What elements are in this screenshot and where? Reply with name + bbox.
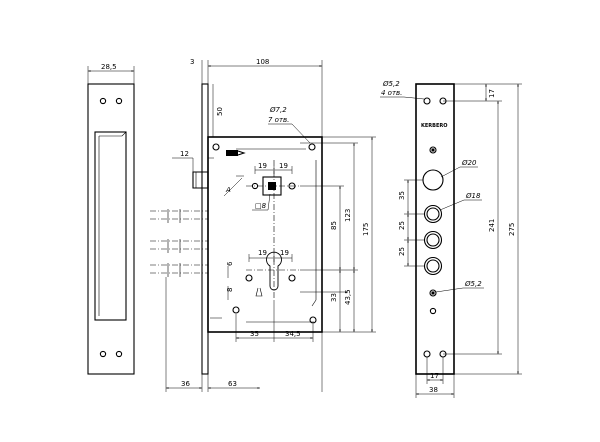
latch-hole-20 (422, 169, 444, 191)
bottom-35-label: 35 (250, 330, 259, 338)
top-hole-leader (380, 96, 425, 100)
length-275-label: 275 (508, 223, 516, 236)
strike-screw-hole-br (115, 350, 123, 358)
face-screw-hole-bottom (429, 307, 437, 315)
cylinder-spacing-dims (248, 254, 293, 262)
case-screw-hole-7 (288, 274, 296, 282)
strike-plate-view: 28,5 (87, 63, 135, 375)
strike-screw-hole-tr (115, 97, 123, 105)
lock-body-view: 108 3 50 Ø7,2 7 отв. 12 A 19 19 □8 19 19… (150, 58, 376, 392)
top-offset-label: 50 (216, 107, 224, 116)
hole-5-2-label: Ø5,2 (464, 280, 482, 288)
hole-20-label: Ø20 (461, 159, 477, 167)
case-screw-hole-1 (212, 143, 220, 151)
hole-18-label: Ø18 (465, 192, 481, 200)
spindle-x1-label: 19 (258, 162, 267, 170)
lock-case-outline (207, 136, 323, 333)
strike-plate-outline (87, 83, 135, 375)
lock-faceplate-side (201, 83, 209, 375)
strike-width-ext (87, 66, 135, 84)
top-extension-lines (201, 60, 323, 137)
screw-hole-leader (268, 123, 311, 144)
bottom-34-5-label: 34,5 (285, 330, 301, 338)
bottom-extension-lines (235, 300, 314, 342)
strike-screw-hole-bl (99, 350, 107, 358)
deadbolt-tips (167, 209, 181, 277)
bolt-hole-18-a (423, 204, 443, 224)
body-depth-label: 63 (228, 380, 237, 388)
strike-screw-hole-tl (99, 97, 107, 105)
bolt-hole-18-c (423, 256, 443, 276)
hole-18-leader (439, 199, 482, 211)
height-33-label: 33 (330, 293, 338, 302)
face-small-hole-mid (429, 289, 437, 297)
bottom-spacing-label: 17 (430, 372, 439, 380)
cylinder-x2-label: 19 (280, 249, 289, 257)
face-bottom-ext-lines (415, 357, 455, 398)
bolt-hole-18-c-inner (426, 259, 440, 273)
bolt-hole-18-b (423, 230, 443, 250)
cylinder-off-b-label: 8 (226, 288, 234, 292)
top-hole-label: Ø5,2 (382, 80, 400, 88)
case-width-label: 108 (256, 58, 269, 66)
face-small-hole-top-center (431, 148, 435, 152)
spindle-spacing-dims (254, 166, 293, 174)
strike-plate-opening (94, 131, 127, 321)
screw-hole-label: Ø7,2 (269, 106, 287, 114)
backset-label: 3 (190, 58, 194, 66)
latch-bolt (192, 171, 209, 189)
face-small-hole-mid-center (431, 291, 435, 295)
faceplate-outline (415, 83, 455, 375)
height-123-label: 123 (344, 209, 352, 222)
center-lines (246, 160, 300, 300)
height-43-5-label: 43,5 (344, 289, 352, 305)
top-lever-tip (237, 150, 246, 156)
bolt-hole-18-b-inner (426, 233, 440, 247)
top-lever (226, 150, 238, 156)
right-extension-lines (300, 136, 376, 333)
face-bottom-hole-l (423, 350, 431, 358)
cylinder-x1-label: 19 (258, 249, 267, 257)
detail-a-leader (223, 175, 244, 197)
cylinder-off-a-label: 6 (226, 261, 234, 266)
detail-a-label: A (225, 186, 231, 194)
latch-dim (172, 157, 214, 172)
latch-label: 12 (180, 150, 189, 158)
face-depth-label: 36 (181, 380, 190, 388)
key-arrow-mark (255, 287, 263, 297)
screw-hole-count: 7 отв. (268, 116, 289, 124)
deadbolt-throw-lines (150, 210, 208, 274)
face-gap-ext-lines (404, 179, 424, 267)
face-top-hole-l (423, 97, 431, 105)
case-screw-hole-2 (308, 143, 316, 151)
face-right-ext-lines (443, 83, 522, 375)
bottom-depth-ext-lines (165, 277, 323, 392)
spindle-square-leader (252, 193, 271, 211)
case-screw-hole-6 (245, 274, 253, 282)
hole-5-2-leader (435, 287, 484, 293)
strike-plate-lip (98, 131, 127, 316)
spindle-square-label: □8 (255, 202, 267, 210)
hole-20-leader (440, 166, 478, 178)
spindle-x2-label: 19 (279, 162, 288, 170)
lock-case-inner-lines (210, 148, 317, 323)
faceplate-front-view: KERBERO Ø5,2 4 отв. Ø20 Ø18 Ø5,2 35 25 2… (380, 80, 522, 398)
strike-width-label: 28,5 (101, 63, 117, 71)
face-small-hole-top (429, 146, 437, 154)
bolt-hole-18-a-inner (426, 207, 440, 221)
top-spacing-label: 17 (488, 89, 496, 98)
brand-mark: KERBERO (421, 123, 447, 129)
height-85-label: 85 (330, 221, 338, 230)
height-175-label: 175 (362, 223, 370, 236)
gap-25b-label: 25 (398, 247, 406, 256)
gap-25a-label: 25 (398, 221, 406, 230)
gap-35-label: 35 (398, 191, 406, 200)
case-screw-hole-4 (232, 306, 240, 314)
case-screw-hole-5 (309, 316, 317, 324)
face-width-label: 38 (429, 386, 438, 394)
top-hole-count: 4 отв. (381, 89, 402, 97)
length-241-label: 241 (488, 219, 496, 232)
